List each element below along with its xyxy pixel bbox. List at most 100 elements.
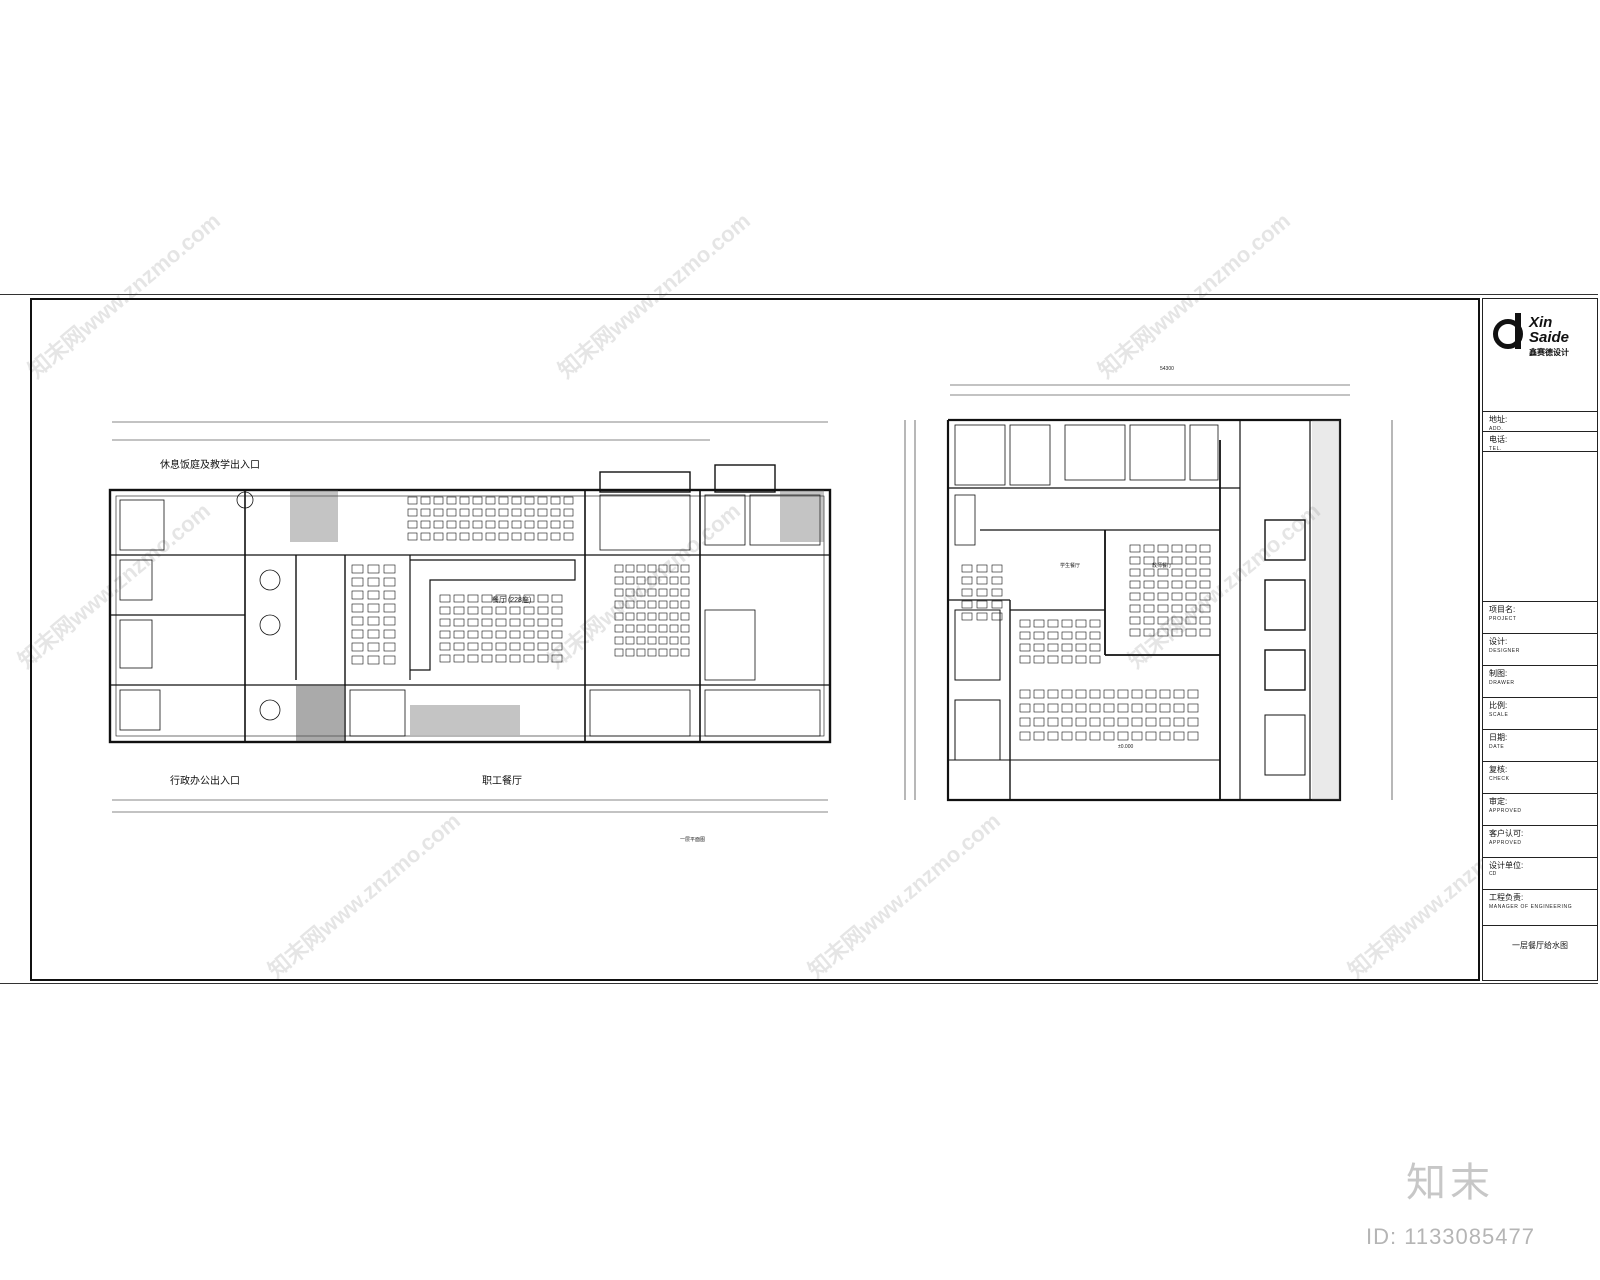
table-seat bbox=[1131, 717, 1143, 727]
table-seat bbox=[446, 496, 457, 505]
table-seat bbox=[407, 520, 418, 529]
table-seat bbox=[420, 520, 431, 529]
tb-client-approved: 客户认可:APPROVED bbox=[1483, 826, 1597, 858]
table-seat bbox=[1157, 592, 1169, 601]
drawing-frame bbox=[30, 298, 1480, 981]
table-seat bbox=[351, 642, 364, 652]
table-seat bbox=[680, 612, 690, 621]
tb-scale: 比例:SCALE bbox=[1483, 698, 1597, 730]
table-seat bbox=[537, 630, 549, 639]
table-seat bbox=[1033, 703, 1045, 713]
table-seat bbox=[367, 577, 380, 587]
table-seat bbox=[537, 642, 549, 651]
table-seat bbox=[420, 496, 431, 505]
table-seat bbox=[1143, 592, 1155, 601]
table-seat bbox=[1185, 580, 1197, 589]
table-seat bbox=[1199, 556, 1211, 565]
table-seat bbox=[485, 520, 496, 529]
table-seat bbox=[1019, 655, 1031, 664]
table-seat bbox=[625, 624, 635, 633]
table-seat bbox=[433, 508, 444, 517]
table-seat bbox=[1103, 703, 1115, 713]
table-seat bbox=[472, 508, 483, 517]
table-seat bbox=[351, 655, 364, 665]
table-seat bbox=[658, 576, 668, 585]
table-seat bbox=[509, 618, 521, 627]
table-seat bbox=[511, 520, 522, 529]
table-seat bbox=[991, 612, 1003, 621]
table-seat bbox=[420, 532, 431, 541]
table-seat bbox=[1075, 689, 1087, 699]
table-seat bbox=[1143, 604, 1155, 613]
table-seat bbox=[523, 618, 535, 627]
table-seat bbox=[680, 600, 690, 609]
table-seat bbox=[636, 600, 646, 609]
table-seat bbox=[1019, 689, 1031, 699]
table-seat bbox=[524, 508, 535, 517]
table-seat bbox=[1033, 643, 1045, 652]
table-seat bbox=[420, 508, 431, 517]
table-seat bbox=[1171, 628, 1183, 637]
table-seat bbox=[351, 616, 364, 626]
tb-manager: 工程负责:MANAGER OF ENGINEERING bbox=[1483, 890, 1597, 926]
table-seat bbox=[625, 648, 635, 657]
table-seat bbox=[1143, 628, 1155, 637]
table-seat bbox=[509, 642, 521, 651]
total-dimension: 54300 bbox=[1160, 366, 1174, 372]
table-seat bbox=[1173, 703, 1185, 713]
table-seat bbox=[680, 636, 690, 645]
entrance-label-admin: 行政办公出入口 bbox=[170, 776, 240, 787]
table-seat bbox=[481, 642, 493, 651]
table-seat bbox=[636, 576, 646, 585]
left-floor-plan bbox=[108, 421, 832, 813]
table-seat bbox=[367, 564, 380, 574]
table-seat bbox=[459, 508, 470, 517]
table-seat bbox=[551, 618, 563, 627]
table-seat bbox=[961, 600, 973, 609]
table-seat bbox=[563, 508, 574, 517]
table-seat bbox=[1103, 689, 1115, 699]
table-seat bbox=[1145, 717, 1157, 727]
table-seat bbox=[669, 648, 679, 657]
table-seat bbox=[1143, 580, 1155, 589]
table-seat bbox=[680, 576, 690, 585]
table-seat bbox=[407, 532, 418, 541]
table-seat bbox=[1061, 619, 1073, 628]
table-seat bbox=[991, 600, 1003, 609]
table-seat bbox=[459, 532, 470, 541]
table-seat bbox=[439, 594, 451, 603]
hatched-areas bbox=[290, 490, 824, 741]
table-seat bbox=[523, 606, 535, 615]
table-seat bbox=[1061, 631, 1073, 640]
table-seat bbox=[669, 588, 679, 597]
table-seat bbox=[1187, 703, 1199, 713]
table-seat bbox=[1089, 655, 1101, 664]
table-seat bbox=[459, 496, 470, 505]
table-seat bbox=[453, 630, 465, 639]
table-seat bbox=[658, 612, 668, 621]
table-seat bbox=[1157, 568, 1169, 577]
table-seat bbox=[509, 630, 521, 639]
table-seat bbox=[1171, 556, 1183, 565]
table-seat bbox=[1145, 703, 1157, 713]
drawing-title: 一层餐厅给水图 bbox=[1512, 941, 1568, 950]
table-seat bbox=[563, 496, 574, 505]
table-seat bbox=[523, 594, 535, 603]
table-seat bbox=[669, 564, 679, 573]
table-seat bbox=[472, 496, 483, 505]
tb-tel: 电话:TEL. bbox=[1483, 432, 1597, 452]
table-seat bbox=[367, 655, 380, 665]
table-seat bbox=[1047, 655, 1059, 664]
table-seat bbox=[433, 496, 444, 505]
table-seat bbox=[991, 564, 1003, 573]
table-seat bbox=[625, 576, 635, 585]
table-seat bbox=[1157, 544, 1169, 553]
table-seat bbox=[1117, 689, 1129, 699]
table-seat bbox=[1047, 631, 1059, 640]
table-seat bbox=[1047, 619, 1059, 628]
table-seat bbox=[976, 588, 988, 597]
table-seat bbox=[614, 588, 624, 597]
